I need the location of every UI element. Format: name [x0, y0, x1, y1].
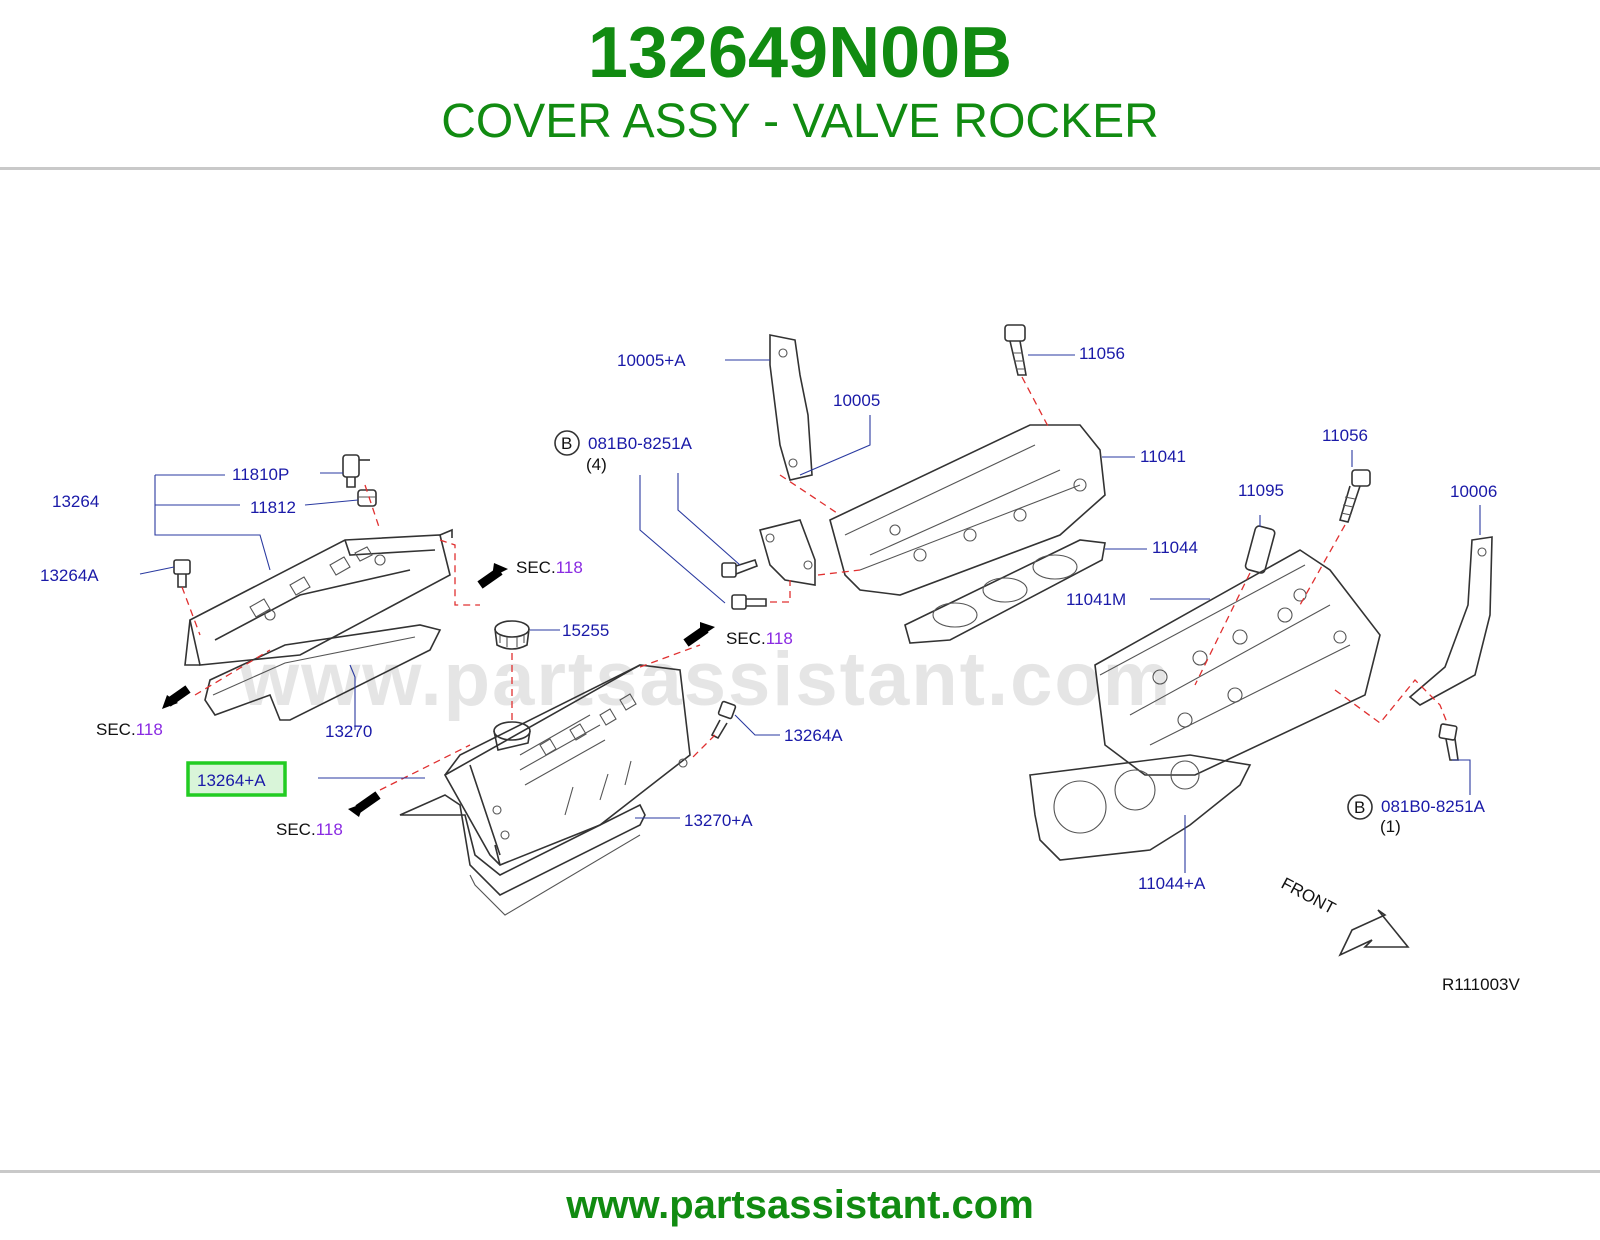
callout-11041[interactable]: 11041	[1140, 447, 1186, 466]
callout-11056-right[interactable]: 11056	[1322, 426, 1368, 445]
gasket-right-drawing	[399, 794, 646, 896]
sec-ref-bottom-mid[interactable]: SEC.118	[276, 820, 343, 839]
page-header: 132649N00B COVER ASSY - VALVE ROCKER	[0, 0, 1600, 168]
cylinder-head-11041m-drawing	[1094, 549, 1381, 776]
callout-081b0-right-qty: (1)	[1380, 817, 1401, 836]
head-gasket-11044a-drawing	[1029, 754, 1252, 861]
callout-13264a-left[interactable]: 13264A	[40, 566, 99, 585]
callout-13270[interactable]: 13270	[325, 722, 372, 741]
part-number-title: 132649N00B	[587, 13, 1013, 93]
callout-13264[interactable]: 13264	[52, 492, 99, 511]
leader-13264	[154, 475, 271, 571]
dowel-11095-drawing	[1244, 525, 1276, 574]
b-marker-top: B	[561, 434, 572, 453]
head-gasket-11044-drawing	[904, 539, 1106, 644]
bolt-081b0-right-drawing	[1438, 723, 1459, 761]
callout-11044[interactable]: 11044	[1152, 538, 1198, 557]
callout-11095[interactable]: 11095	[1238, 481, 1284, 500]
callout-10005[interactable]: 10005	[833, 391, 880, 410]
exploded-parts-diagram: www.partsassistant.com	[0, 175, 1600, 1165]
sec-ref-top-left[interactable]: SEC.118	[516, 558, 583, 577]
watermark-text: www.partsassistant.com	[239, 637, 1172, 722]
callout-081b0-top[interactable]: 081B0-8251A	[588, 434, 693, 453]
engine-bracket-10005-drawing	[759, 334, 816, 586]
diagram-svg: www.partsassistant.com	[40, 324, 1520, 994]
footer-divider	[0, 1170, 1600, 1173]
highlight-box	[186, 761, 287, 797]
engine-bracket-10006-drawing	[1408, 536, 1493, 706]
front-label: FRONT	[1278, 874, 1339, 918]
callout-11812[interactable]: 11812	[250, 498, 296, 517]
cylinder-head-11041-drawing	[829, 424, 1106, 596]
callout-10005a[interactable]: 10005+A	[617, 351, 686, 370]
front-direction-arrow-icon	[1338, 909, 1410, 957]
sec-ref-top-mid[interactable]: SEC.118	[726, 629, 793, 648]
valve-cover-left-drawing	[184, 528, 453, 666]
callout-13264a-mid[interactable]: 13264A	[784, 726, 843, 745]
bolts-081b0-top-drawing	[721, 559, 767, 610]
b-marker-circle-top	[554, 430, 580, 456]
bolt-13264a-mid-drawing	[710, 700, 737, 740]
callout-15255[interactable]: 15255	[562, 621, 609, 640]
callout-11810p[interactable]: 11810P	[232, 465, 289, 484]
oil-filler-cap-drawing	[494, 620, 530, 650]
header-divider	[0, 167, 1600, 170]
callout-081b0-right[interactable]: 081B0-8251A	[1381, 797, 1486, 816]
b-marker-right: B	[1354, 798, 1365, 817]
footer-site-url[interactable]: www.partsassistant.com	[566, 1183, 1034, 1227]
callout-13264a-highlighted[interactable]: 13264+A	[197, 771, 266, 790]
bolt-13264a-left-drawing	[173, 559, 191, 588]
callout-081b0-top-qty: (4)	[586, 455, 607, 474]
bolt-11056-right-drawing	[1338, 469, 1371, 523]
callout-11044a[interactable]: 11044+A	[1138, 874, 1206, 893]
diagram-code: R111003V	[1442, 975, 1520, 994]
callout-11041m[interactable]: 11041M	[1066, 590, 1126, 609]
bolt-11056-top-drawing	[1004, 324, 1027, 376]
sec-ref-bottom-left[interactable]: SEC.118	[96, 720, 163, 739]
pcv-valve-drawing	[342, 454, 370, 488]
part-name-subtitle: COVER ASSY - VALVE ROCKER	[441, 95, 1159, 148]
callout-10006[interactable]: 10006	[1450, 482, 1497, 501]
grommet-drawing	[357, 489, 377, 507]
b-marker-circle-right	[1347, 794, 1373, 820]
valve-cover-right-drawing	[443, 664, 691, 866]
callout-11056-top[interactable]: 11056	[1079, 344, 1125, 363]
callout-13270a[interactable]: 13270+A	[684, 811, 753, 830]
